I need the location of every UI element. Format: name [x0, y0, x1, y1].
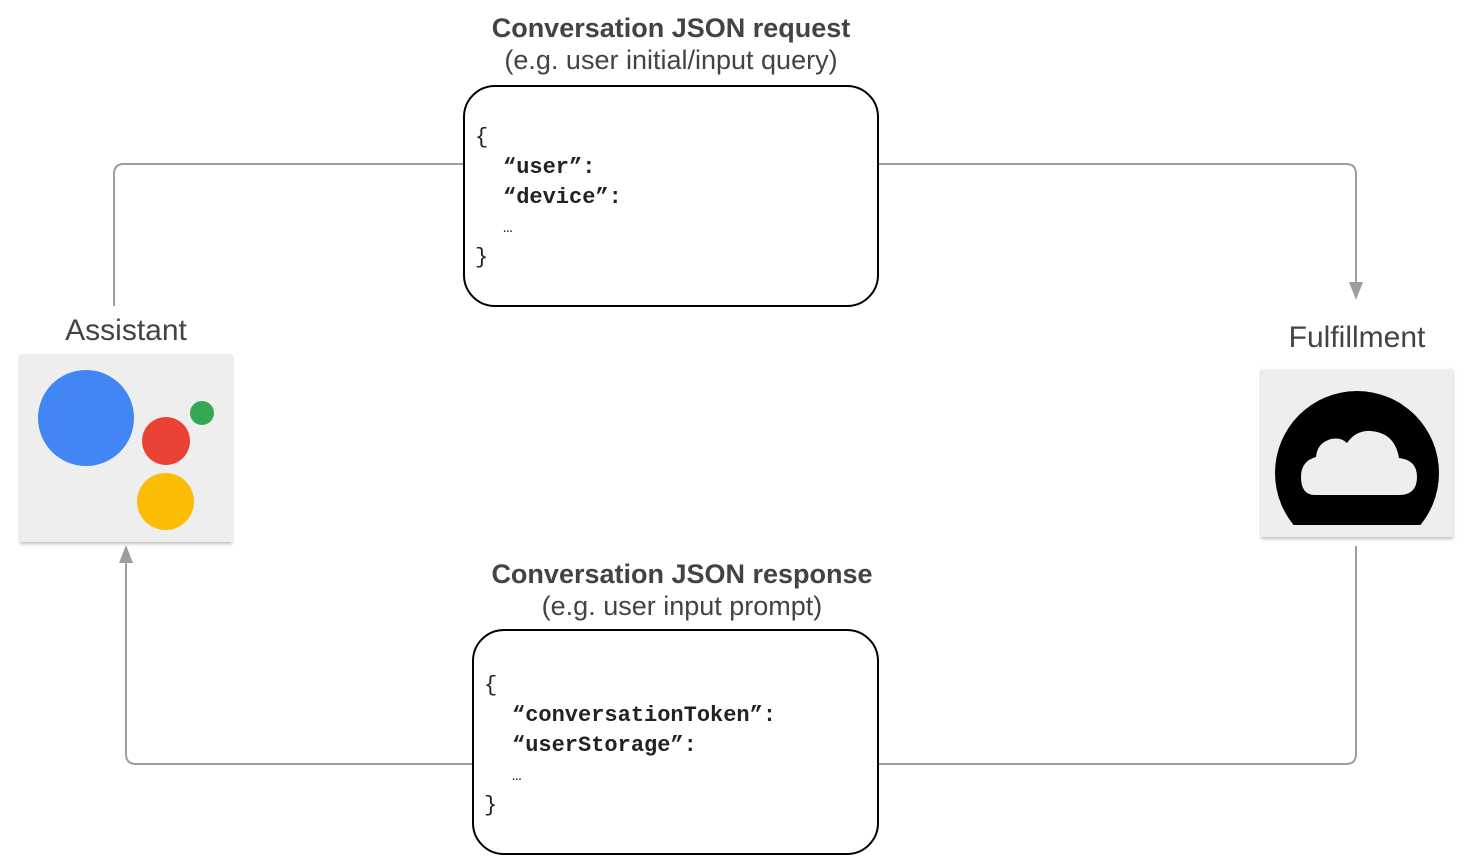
- response-close-brace: }: [484, 793, 498, 818]
- request-close-brace: }: [475, 245, 489, 270]
- response-title: Conversation JSON response: [491, 559, 873, 589]
- request-ellipsis: …: [503, 219, 513, 237]
- response-connector-left: [125, 562, 472, 765]
- request-connector-left: [113, 163, 464, 306]
- cloud-badge-graphic: [1275, 391, 1439, 525]
- response-connector-right: [878, 546, 1357, 765]
- response-key-user-storage: “userStorage”:: [512, 733, 697, 758]
- request-subtitle: (e.g. user initial/input query): [504, 45, 838, 75]
- response-ellipsis: …: [512, 767, 522, 785]
- request-caption: Conversation JSON request (e.g. user ini…: [440, 12, 902, 76]
- response-open-brace: {: [484, 673, 498, 698]
- google-assistant-icon: [20, 354, 232, 542]
- response-json-box: { “conversationToken”: “userStorage”: … …: [472, 629, 879, 855]
- fulfillment-label: Fulfillment: [1288, 321, 1426, 354]
- assistant-label: Assistant: [65, 314, 187, 347]
- response-key-conversation-token: “conversationToken”:: [512, 703, 777, 728]
- request-arrowhead: [1349, 282, 1363, 300]
- assistant-yellow-dot: [137, 473, 194, 530]
- assistant-blue-dot: [38, 370, 134, 466]
- request-key-device: “device”:: [503, 185, 622, 210]
- cloud-functions-icon: [1261, 369, 1453, 537]
- assistant-red-dot: [142, 417, 190, 465]
- assistant-green-dot: [190, 401, 214, 425]
- request-key-user: “user”:: [503, 155, 596, 180]
- request-connector-right: [878, 163, 1357, 284]
- request-json-box: { “user”: “device”: … }: [463, 85, 879, 307]
- response-subtitle: (e.g. user input prompt): [541, 591, 823, 621]
- response-arrowhead: [119, 545, 133, 563]
- response-caption: Conversation JSON response (e.g. user in…: [452, 558, 912, 622]
- request-open-brace: {: [475, 125, 489, 150]
- request-title: Conversation JSON request: [491, 13, 851, 43]
